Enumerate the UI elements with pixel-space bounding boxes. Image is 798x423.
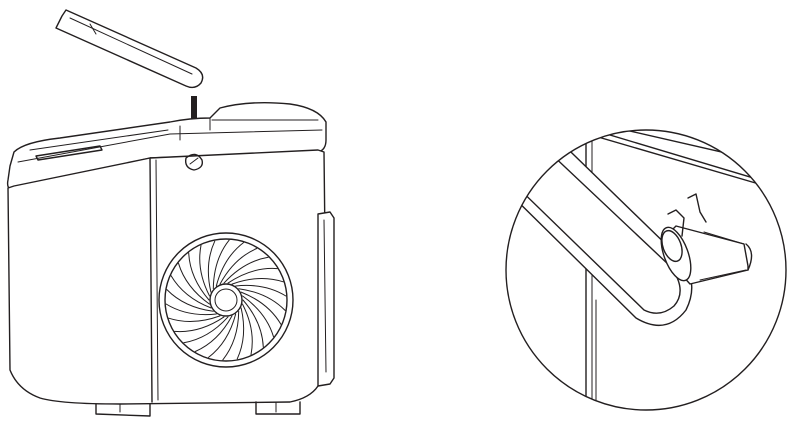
- fan-blade: [207, 240, 216, 293]
- fan-vent-icon: [158, 232, 294, 368]
- fan-blade: [188, 252, 210, 301]
- fan-blade: [242, 299, 264, 348]
- fan-blade: [212, 239, 230, 290]
- zoom-detail: [505, 129, 787, 411]
- fan-blade: [170, 275, 212, 309]
- fan-blade: [174, 316, 225, 333]
- drain-stick-icon: [55, 9, 204, 89]
- fan-blade: [231, 278, 284, 285]
- fan-blade: [194, 315, 233, 352]
- fan-blade: [236, 307, 245, 360]
- fan-blade: [227, 267, 278, 284]
- fan-blade: [240, 291, 282, 325]
- fan-blade: [242, 303, 253, 356]
- fan-blade: [178, 262, 210, 305]
- ice-maker-body: [6, 101, 335, 417]
- fan-blade: [208, 313, 237, 358]
- fan-blade: [215, 242, 244, 287]
- fan-blade: [235, 284, 287, 297]
- fan-blade: [165, 303, 217, 316]
- fan-blade: [199, 244, 210, 297]
- fan-blade: [223, 256, 269, 284]
- fan-blade: [238, 288, 286, 311]
- fan-blade: [219, 248, 258, 285]
- fan-blade: [242, 295, 274, 338]
- fan-blade: [166, 289, 214, 312]
- fan-blade: [168, 315, 221, 322]
- fan-blade: [222, 310, 240, 361]
- fan-blade: [183, 316, 229, 344]
